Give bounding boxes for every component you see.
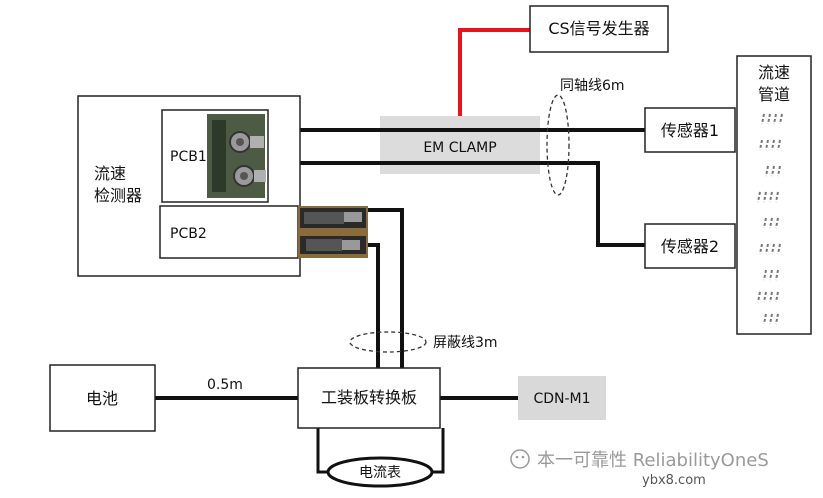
watermark: 本一可靠性 ReliabilityOneS ybx8.com xyxy=(510,449,769,488)
fixture-box xyxy=(297,367,441,429)
shield-marker xyxy=(349,331,427,353)
ammeter-label: 电流表 xyxy=(359,465,401,481)
sensor2-label: 传感器2 xyxy=(661,237,719,256)
flow-marks xyxy=(757,113,783,325)
flow-pipe-label-line2: 管道 xyxy=(758,85,790,104)
pcb2-label: PCB2 xyxy=(170,226,207,242)
sensor2-box xyxy=(644,223,736,269)
flow-detector-label-line2: 检测器 xyxy=(94,186,142,205)
ammeter-loop xyxy=(316,428,330,474)
cs-generator-label: CS信号发生器 xyxy=(548,19,649,38)
pcb2-box xyxy=(159,205,299,259)
pcb2-connector-photo xyxy=(298,206,368,258)
battery-label: 电池 xyxy=(86,389,118,408)
shield-label: 屏蔽线3m xyxy=(433,335,498,351)
flow-detector-label-line1: 流速 xyxy=(94,164,126,183)
wechat-icon xyxy=(510,449,530,469)
em-clamp-label-bg xyxy=(384,134,536,160)
flow-pipe-label-line1: 流速 xyxy=(758,63,790,82)
signal-cable xyxy=(458,28,530,116)
cdn-label: CDN-M1 xyxy=(533,391,590,407)
battery-cable-label: 0.5m xyxy=(207,377,243,393)
pcb1-connector-photo xyxy=(207,114,266,198)
flow-pipe-box xyxy=(736,55,812,335)
coax-label: 同轴线6m xyxy=(560,78,625,94)
battery-box xyxy=(49,364,156,432)
ammeter-loop-right xyxy=(431,428,445,474)
shield-cable-outer xyxy=(360,208,404,368)
em-clamp-label: EM CLAMP xyxy=(423,140,496,156)
ammeter-ellipse xyxy=(326,456,434,488)
sensor1-label: 传感器1 xyxy=(661,121,719,140)
coax-marker xyxy=(546,94,570,196)
cs-generator-box xyxy=(529,5,669,53)
fixture-label: 工装板转换板 xyxy=(321,388,417,407)
pcb1-label: PCB1 xyxy=(170,149,207,165)
cdn-box xyxy=(518,376,606,420)
watermark-site: ybx8.com xyxy=(642,473,706,488)
cable-clamp-sensor2 xyxy=(540,161,645,247)
sensor1-box xyxy=(644,107,736,153)
watermark-text: 本一可靠性 ReliabilityOneS xyxy=(537,450,769,471)
